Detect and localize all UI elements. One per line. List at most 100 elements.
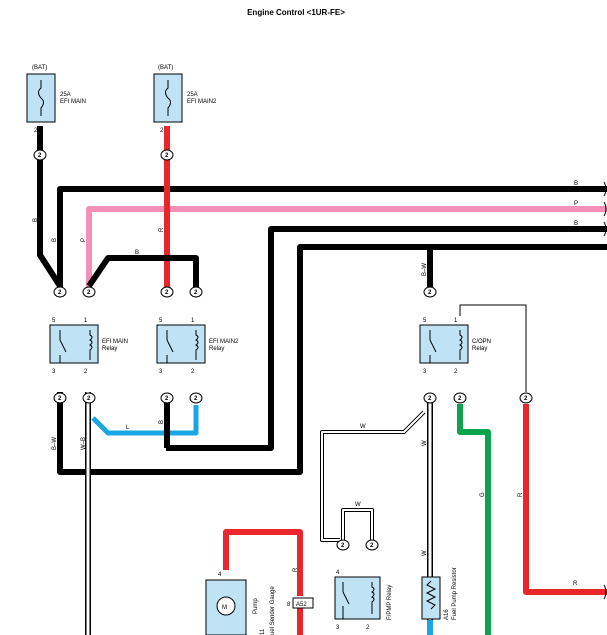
relay-sub: Relay — [209, 346, 224, 352]
svg-text:W–B: W–B — [81, 437, 87, 450]
svg-text:1: 1 — [454, 318, 458, 324]
resistor-name: Fuel Pump Resistor — [452, 567, 458, 620]
svg-text:L: L — [126, 425, 130, 431]
svg-text:2: 2 — [87, 290, 91, 296]
wire-bw-left — [57, 244, 607, 475]
connector: 2 — [53, 392, 67, 404]
fuse-efi-main2: (BAT) 25A EFI MAIN2 2 — [153, 65, 217, 134]
fuse-efi-main: (BAT) 25A EFI MAIN 2 — [26, 65, 86, 134]
svg-text:2: 2 — [38, 153, 42, 159]
connector: 2 — [189, 392, 203, 404]
svg-text:2: 2 — [454, 369, 458, 375]
svg-text:R: R — [518, 492, 524, 497]
connector: 2 — [53, 286, 67, 298]
svg-text:5: 5 — [52, 318, 56, 324]
svg-text:2: 2 — [194, 396, 198, 402]
svg-text:2: 2 — [341, 543, 345, 549]
svg-text:3: 3 — [336, 625, 340, 631]
svg-text:W: W — [422, 550, 428, 556]
svg-text:5: 5 — [159, 318, 163, 324]
svg-text:B–W: B–W — [422, 263, 428, 276]
svg-text:R: R — [159, 227, 165, 232]
gauge-code: 11 — [260, 628, 266, 635]
svg-text:B: B — [33, 218, 39, 222]
connector: 2 — [365, 539, 379, 551]
connector: 2 — [160, 286, 174, 298]
svg-text:G: G — [480, 492, 486, 497]
svg-text:4: 4 — [336, 570, 340, 576]
svg-text:2: 2 — [165, 153, 169, 159]
svg-text:2: 2 — [428, 396, 432, 402]
fuse-amp-label: 25A — [187, 92, 198, 98]
svg-text:P: P — [81, 238, 87, 242]
relay-name: EFI MAIN2 — [209, 339, 239, 345]
pump-pin: 4 — [218, 572, 222, 578]
svg-text:2: 2 — [165, 396, 169, 402]
svg-text:2: 2 — [58, 396, 62, 402]
relay-fpmp: 4 3 2 F/PMP Relay — [334, 570, 393, 631]
svg-text:5: 5 — [423, 318, 427, 324]
wire-labels: B P B B B P R B B–W B–W W–B L B W W W W … — [33, 181, 578, 587]
svg-text:2: 2 — [194, 290, 198, 296]
fuse-pin-label: 2 — [160, 128, 164, 134]
connector: 2 — [33, 149, 47, 161]
svg-text:1: 1 — [84, 318, 88, 324]
svg-text:B: B — [159, 420, 165, 424]
svg-text:P: P — [574, 201, 578, 207]
svg-text:3: 3 — [423, 369, 427, 375]
svg-text:2: 2 — [191, 369, 195, 375]
relay-name: C/OPN — [472, 339, 491, 345]
resistor-code: A16 — [444, 609, 450, 620]
connector: 2 — [336, 539, 350, 551]
wire-b-top — [57, 186, 607, 290]
svg-text:B: B — [574, 221, 578, 227]
relay-copn: 5 1 3 2 C/OPN Relay — [419, 318, 491, 375]
relay-efi-main2: 5 1 3 2 EFI MAIN2 Relay — [156, 318, 239, 375]
connector: 2 — [453, 392, 467, 404]
svg-text:2: 2 — [524, 396, 528, 402]
relay-name: F/PMP Relay — [387, 585, 393, 620]
fuse-pin-label: 2 — [34, 128, 38, 134]
gauge-pin: 8 — [287, 602, 291, 608]
svg-text:B–W: B–W — [52, 437, 58, 450]
fuse-name-label: EFI MAIN — [60, 99, 86, 105]
svg-text:W: W — [355, 502, 361, 508]
fuse-amp-label: 25A — [60, 92, 71, 98]
svg-text:2: 2 — [458, 396, 462, 402]
connector: 2 — [519, 392, 533, 404]
svg-text:W: W — [422, 440, 428, 446]
connector: 2 — [160, 149, 174, 161]
connector: 2 — [160, 392, 174, 404]
svg-text:2: 2 — [84, 369, 88, 375]
fuse-name-label: EFI MAIN2 — [187, 99, 217, 105]
svg-text:W: W — [360, 424, 366, 430]
svg-text:2: 2 — [58, 290, 62, 296]
connector: 2 — [423, 286, 437, 298]
svg-text:B: B — [574, 181, 578, 187]
joint-label: A52 — [296, 602, 307, 608]
wire-b-second — [166, 226, 607, 451]
svg-text:2: 2 — [428, 290, 432, 296]
relay-sub: Relay — [472, 346, 487, 352]
svg-text:3: 3 — [52, 369, 56, 375]
relay-name: EFI MAIN — [102, 339, 128, 345]
svg-text:2: 2 — [87, 396, 91, 402]
svg-text:R: R — [573, 581, 578, 587]
fuse-source-label: (BAT) — [32, 65, 47, 71]
connector: 2 — [423, 392, 437, 404]
connector: 2 — [189, 286, 203, 298]
fuse-source-label: (BAT) — [158, 65, 173, 71]
wire-p-top — [86, 206, 607, 290]
svg-text:B: B — [52, 238, 58, 242]
connector: 2 — [82, 392, 96, 404]
pump-label: Pump — [253, 598, 259, 614]
svg-text:R: R — [293, 567, 299, 572]
svg-text:B: B — [135, 250, 139, 256]
svg-text:2: 2 — [366, 625, 370, 631]
svg-text:1: 1 — [191, 318, 195, 324]
svg-text:3: 3 — [159, 369, 163, 375]
svg-text:M: M — [222, 605, 227, 611]
wire-b-relay-link — [86, 255, 199, 290]
wire-layer — [37, 126, 607, 635]
